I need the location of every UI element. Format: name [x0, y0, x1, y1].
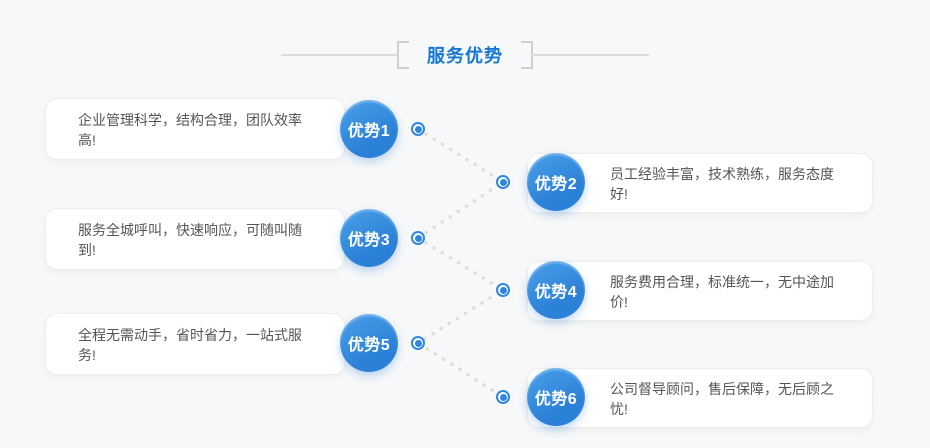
advantage-badge-5: 优势5: [340, 314, 398, 372]
advantage-badge-6: 优势6: [527, 368, 585, 426]
advantage-text: 公司督导顾问，售后保障，无后顾之忧!: [610, 381, 834, 417]
bracket-left-icon: [397, 41, 409, 69]
connector-bullet-icon: [496, 390, 510, 404]
connector-bullet-icon: [496, 283, 510, 297]
advantage-badge-3: 优势3: [340, 209, 398, 267]
advantage-badge-1: 优势1: [340, 100, 398, 158]
header-line-left: [281, 54, 399, 56]
advantage-text: 员工经验丰富，技术熟练，服务态度好!: [610, 166, 834, 202]
advantage-card-3: 服务全城呼叫，快速响应，可随叫随到!: [45, 208, 345, 270]
connector-bullet-icon: [411, 122, 425, 136]
advantage-text: 服务全城呼叫，快速响应，可随叫随到!: [78, 222, 302, 258]
advantage-text: 企业管理科学，结构合理，团队效率高!: [78, 112, 302, 148]
advantage-card-5: 全程无需动手，省时省力，一站式服务!: [45, 313, 345, 375]
connector-bullet-icon: [411, 231, 425, 245]
connector-bullet-icon: [411, 336, 425, 350]
advantage-badge-4: 优势4: [527, 261, 585, 319]
section-title: 服务优势: [427, 46, 503, 66]
connector-bullet-icon: [496, 175, 510, 189]
advantage-card-1: 企业管理科学，结构合理，团队效率高!: [45, 98, 345, 160]
advantage-badge-2: 优势2: [527, 153, 585, 211]
header-line-right: [531, 54, 649, 56]
section-header: 服务优势: [0, 40, 930, 70]
advantage-text: 服务费用合理，标准统一，无中途加价!: [610, 274, 834, 310]
advantage-text: 全程无需动手，省时省力，一站式服务!: [78, 327, 302, 363]
